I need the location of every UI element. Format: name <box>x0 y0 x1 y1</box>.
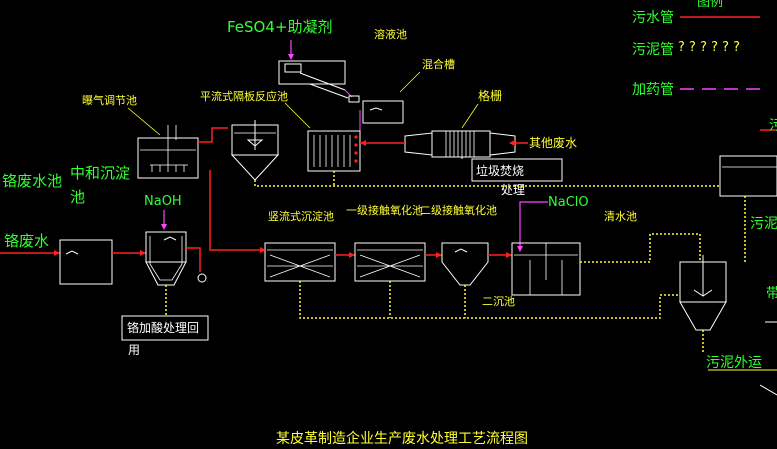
naoh-label: NaOH <box>144 194 182 209</box>
mix-tank <box>362 100 404 124</box>
mix-tank-label: 混合槽 <box>422 57 455 71</box>
sludge-pipe-right <box>580 233 701 263</box>
sludge-out-label: 污泥外运 <box>706 355 762 371</box>
vertical-sed-upper-blade <box>246 139 264 147</box>
chrome-recover-label-2: 用 <box>128 343 140 357</box>
feso4-label: FeSO4+助凝剂 <box>227 18 332 36</box>
secondary-sed <box>441 242 489 286</box>
chrome-recover-label-1: 铬加酸处理回 <box>127 320 199 335</box>
other-wastewater-label: 其他废水 <box>529 135 577 150</box>
grille-outlet <box>489 132 516 156</box>
chrome-recover-box <box>121 315 209 341</box>
grille-leader <box>461 103 479 129</box>
neutral-to-main <box>186 247 201 272</box>
legend-sewage-label: 污水管 <box>632 10 674 26</box>
clear-tank-label: 清水池 <box>604 210 637 223</box>
contact-ox-2-label: 二级接触氧化池 <box>420 203 497 217</box>
aeration-leader <box>127 107 161 136</box>
grille-bars <box>445 131 475 157</box>
contact-ox-1-label: 一级接触氧化池 <box>346 203 423 217</box>
mix-tank-inlet <box>348 95 360 103</box>
chrome-water-label: 铬废水 <box>4 232 49 250</box>
pump-to-aeration <box>209 170 266 251</box>
parallel-plate-drips <box>354 135 358 163</box>
ox1-ox2-arrow <box>349 252 355 258</box>
sludge-pipe-top <box>254 180 720 187</box>
dissolve-tank-label: 溶液池 <box>374 27 407 41</box>
aeration-diffusers <box>150 125 188 172</box>
sludge-tank-partial-label: 污泥 <box>750 216 777 232</box>
sludge-thickener-blade <box>693 289 713 297</box>
neutral-sed-tank <box>145 231 187 263</box>
legend-dosing-label: 加药管 <box>632 82 674 98</box>
garbage-burn-box <box>471 158 563 182</box>
dissolve-tank-chute-2 <box>309 83 349 99</box>
chrome-tank-water <box>65 250 79 255</box>
main-to-ox1-arrow <box>260 247 266 253</box>
grille-inlet <box>404 132 433 156</box>
diagram-title: 某皮革制造企业生产废水处理工艺流程图 <box>276 430 528 447</box>
neutral-sed-water <box>163 236 177 241</box>
reactor-grille-arrow <box>360 140 366 146</box>
parallel-plate-baffles <box>313 135 351 167</box>
parallel-plate-label: 平流式隔板反应池 <box>200 89 288 103</box>
mix-tank-leader <box>399 71 421 93</box>
partial-right-label-2: 带 <box>766 286 777 302</box>
naclo-label: NaClO <box>548 195 589 210</box>
sludge-thickener-cone <box>679 301 727 331</box>
legend: 图例 污水管 污泥管 ? ? ? ? ? ? 加药管 <box>632 0 760 98</box>
legend-sludge-label: 污泥管 <box>632 42 674 58</box>
naoh-arrow-head <box>161 224 167 230</box>
chrome-tank-label: 铬废水池 <box>2 172 62 190</box>
legend-heading: 图例 <box>697 0 723 10</box>
grille-body <box>431 130 491 158</box>
sludge-pipe-bottom <box>299 281 680 319</box>
garbage-burn-label: 垃圾焚烧 <box>476 163 524 178</box>
vertical-sed-upper-cone <box>230 154 280 181</box>
legend-sludge-pattern: ? ? ? ? ? ? <box>678 40 740 55</box>
dissolve-tank-chute <box>299 72 346 91</box>
parallel-plate-leader <box>284 102 311 129</box>
neutral-sed-cone <box>145 261 187 286</box>
aeration-to-vertical <box>198 127 228 143</box>
naclo-arrow-head <box>517 246 523 252</box>
aeration-tank-label: 曝气调节池 <box>82 93 137 107</box>
chrome-neutral-arrow <box>140 250 146 256</box>
dissolve-tank-mixer <box>284 63 302 73</box>
chrome-tank <box>59 239 113 285</box>
chrome-water-arrow <box>54 250 60 256</box>
vertical-sed-label: 竖流式沉淀池 <box>268 209 334 223</box>
neutral-sed-label-1: 中和沉淀 <box>70 164 130 182</box>
feso4-arrow-head <box>288 54 294 60</box>
partial-right-label-1: 污 <box>769 118 777 134</box>
secondary-sed-label: 二沉池 <box>482 295 515 308</box>
dissolve-tank <box>278 60 346 85</box>
secondary-sed-water <box>454 248 468 253</box>
naclo-line <box>519 201 548 248</box>
other-wastewater-arrow <box>509 140 515 146</box>
parallel-plate-reactor <box>307 130 361 172</box>
pump-symbol <box>197 273 207 283</box>
disposal-label: 处理 <box>501 183 525 197</box>
grille-label: 格栅 <box>478 88 502 103</box>
right-tank <box>719 155 777 197</box>
clear-tank-baffles <box>529 243 563 295</box>
mix-tank-water <box>369 107 383 111</box>
neutral-sed-label-2: 池 <box>70 188 85 206</box>
sludge-out-curve <box>759 384 777 396</box>
neutral-sed-inner <box>149 236 183 281</box>
ox2-sec-arrow <box>436 252 442 258</box>
sec-clear-arrow <box>506 252 512 258</box>
